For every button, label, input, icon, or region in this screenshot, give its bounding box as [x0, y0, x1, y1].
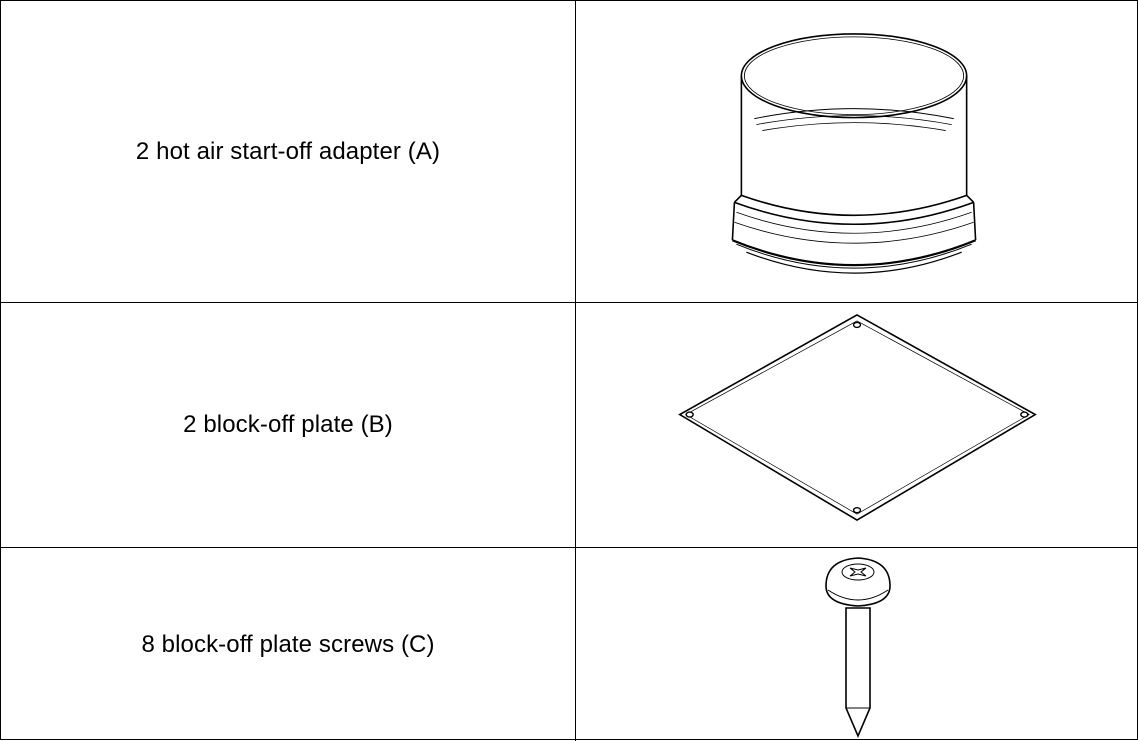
part-label: 8 block-off plate screws (C): [141, 630, 435, 658]
part-image-cell: [576, 1, 1138, 302]
table-row: 2 hot air start-off adapter (A): [1, 1, 1137, 303]
table-row: 2 block-off plate (B): [1, 303, 1137, 548]
part-label: 2 block-off plate (B): [183, 411, 393, 438]
part-label-cell: 8 block-off plate screws (C): [1, 548, 576, 741]
adapter-ring-icon: [731, 33, 977, 274]
part-label-cell: 2 block-off plate (B): [1, 303, 576, 547]
screw-icon: [825, 557, 891, 739]
part-image-cell: [576, 548, 1138, 741]
part-image-cell: [576, 303, 1138, 547]
part-label-cell: 2 hot air start-off adapter (A): [1, 1, 576, 302]
part-label: 2 hot air start-off adapter (A): [135, 137, 441, 165]
square-plate-icon: [678, 314, 1037, 522]
table-row: 8 block-off plate screws (C): [1, 548, 1137, 741]
